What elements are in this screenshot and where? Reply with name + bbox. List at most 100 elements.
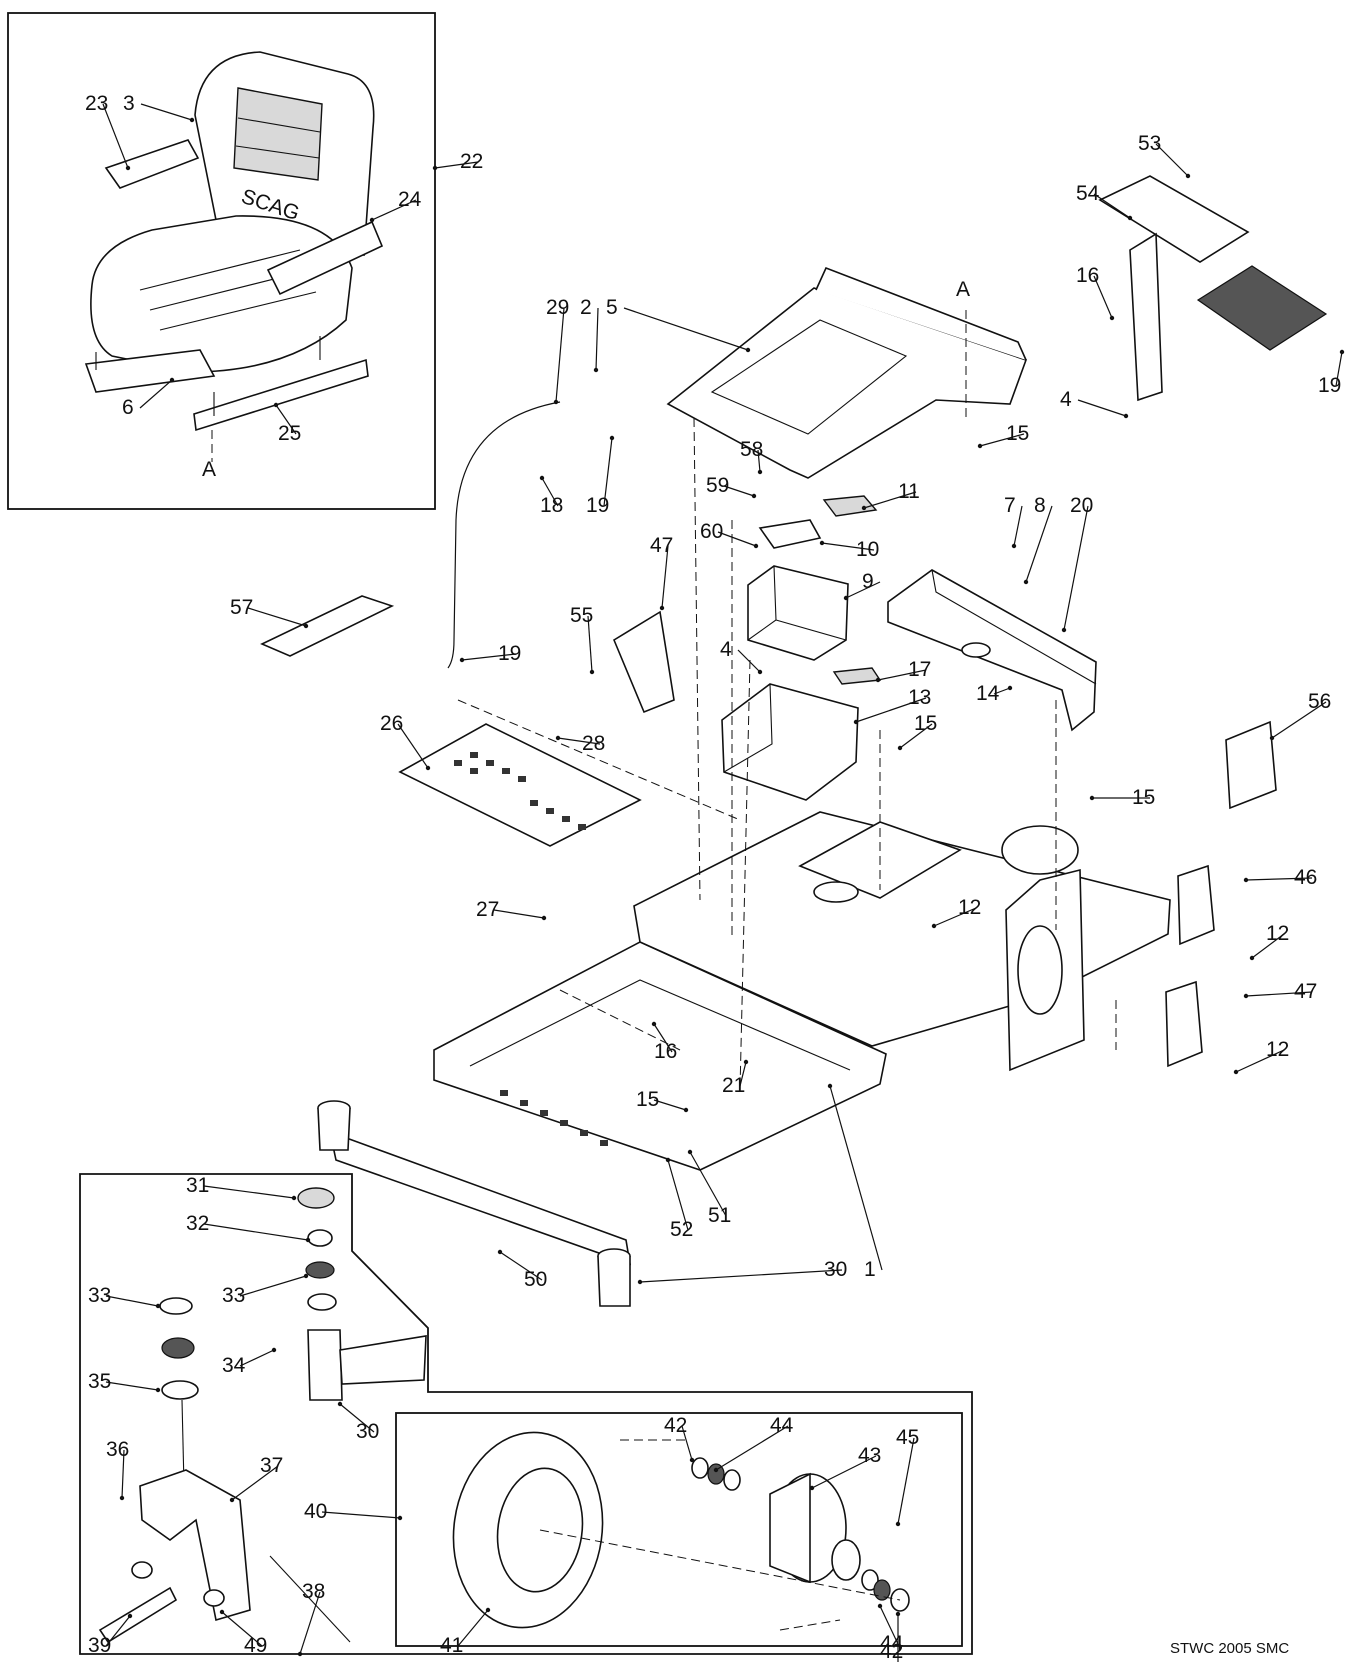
callout-label: 38 xyxy=(302,1580,325,1603)
callout-leader-42 xyxy=(681,1425,693,1461)
callout-arrowhead xyxy=(609,435,615,441)
callout-label: 51 xyxy=(708,1204,731,1227)
callout-label: 4 xyxy=(720,638,732,661)
callout-leader-24 xyxy=(371,199,417,221)
battery-and-tray xyxy=(721,495,882,801)
callout-arrowhead xyxy=(541,915,547,921)
callout-arrowhead xyxy=(713,1467,719,1473)
callout-leader-52 xyxy=(667,1159,689,1231)
callout-arrowhead xyxy=(297,1651,303,1657)
drawing-code-caption: STWC 2005 SMC xyxy=(1170,1640,1289,1657)
callout-arrowhead xyxy=(895,1611,901,1617)
callout-label: 41 xyxy=(440,1634,463,1657)
callout-leader-31 xyxy=(203,1185,295,1199)
callout-arrowhead xyxy=(189,117,195,123)
callout-label: 19 xyxy=(586,494,609,517)
callout-label: 8 xyxy=(1034,494,1046,517)
callout-leader-50 xyxy=(499,1251,543,1281)
callout-label: 56 xyxy=(1308,690,1331,713)
callout-label: 24 xyxy=(398,188,422,211)
callout-label: 7 xyxy=(1004,494,1016,517)
callout-leader-44 xyxy=(715,1425,789,1471)
callout-leader-16 xyxy=(653,1023,673,1053)
callout-leader-35 xyxy=(105,1381,159,1391)
callout-label: 5 xyxy=(606,296,618,319)
callout-arrowhead xyxy=(485,1607,491,1613)
callout-label: 15 xyxy=(636,1088,659,1111)
alignment-lines xyxy=(457,417,1117,1091)
callout-arrowhead xyxy=(273,402,279,408)
callout-label: 17 xyxy=(908,658,931,681)
callout-label: 57 xyxy=(230,596,253,619)
callout-leader-3 xyxy=(140,103,193,121)
callout-arrowhead xyxy=(119,1495,125,1501)
callout-leader-11 xyxy=(863,491,917,509)
callout-arrowhead xyxy=(689,1457,695,1463)
callout-label: A xyxy=(202,458,216,481)
callout-arrowhead xyxy=(665,1157,671,1163)
callout-arrowhead xyxy=(843,595,849,601)
callout-arrowhead xyxy=(303,1273,309,1279)
callout-label: 26 xyxy=(380,712,403,735)
callout-label: 30 xyxy=(356,1420,379,1443)
callout-arrowhead xyxy=(539,475,545,481)
callout-label: 60 xyxy=(700,520,723,543)
callout-arrowhead xyxy=(1011,543,1017,549)
callout-arrowhead xyxy=(169,377,175,383)
callout-arrowhead xyxy=(219,1609,225,1615)
callout-arrowhead xyxy=(757,669,763,675)
callout-label: 16 xyxy=(1076,264,1099,287)
loose-brackets xyxy=(260,175,1328,1068)
callout-label: 15 xyxy=(1132,786,1155,809)
caster-fork-assembly xyxy=(98,1187,427,1644)
callout-arrowhead xyxy=(303,623,309,629)
callout-leader-12 xyxy=(933,907,977,927)
callout-arrowhead xyxy=(1233,1069,1239,1075)
seat-inset-frame xyxy=(7,12,436,510)
callout-leader-53 xyxy=(1155,143,1189,177)
callout-leader-16 xyxy=(1093,275,1113,319)
callout-label: 23 xyxy=(85,92,108,115)
callout-label: 54 xyxy=(1076,182,1100,205)
callout-label: 4 xyxy=(1060,388,1072,411)
callout-leader-57 xyxy=(247,607,307,627)
callout-arrowhead xyxy=(743,1059,749,1065)
callout-leader-19 xyxy=(603,437,613,507)
callout-leader-60 xyxy=(717,531,757,547)
callout-label: 59 xyxy=(706,474,729,497)
callout-arrowhead xyxy=(1109,315,1115,321)
wheel-assembly xyxy=(452,1431,910,1631)
callout-leader-22 xyxy=(434,161,479,169)
callout-label: 33 xyxy=(222,1284,245,1307)
callout-label: 30 xyxy=(824,1258,847,1281)
seat-mount-plate xyxy=(666,266,1028,479)
callout-label: 9 xyxy=(862,570,874,593)
callout-arrowhead xyxy=(127,1613,133,1619)
callout-leader-37 xyxy=(231,1465,279,1501)
callout-arrowhead xyxy=(337,1401,343,1407)
callout-leader-40 xyxy=(321,1511,401,1519)
callout-arrowhead xyxy=(751,493,757,499)
callout-label: 2 xyxy=(580,296,592,319)
callout-arrowhead xyxy=(687,1149,693,1155)
callout-leader-2 xyxy=(595,307,599,371)
callout-leader-33 xyxy=(105,1295,159,1307)
callout-label: 37 xyxy=(260,1454,283,1477)
callout-label: A xyxy=(956,278,970,301)
callout-leader-19 xyxy=(1335,351,1343,387)
callout-leader-7 xyxy=(1013,505,1023,547)
callout-leader-46 xyxy=(1245,877,1313,881)
callout-label: 39 xyxy=(88,1634,111,1657)
callout-arrowhead xyxy=(229,1497,235,1503)
callout-label: 11 xyxy=(898,480,920,503)
callout-arrowhead xyxy=(1123,413,1129,419)
callout-arrowhead xyxy=(1269,735,1275,741)
callout-leader-43 xyxy=(811,1455,877,1489)
callout-label: 10 xyxy=(856,538,879,561)
callout-leader-10 xyxy=(821,542,875,551)
callout-leader-4 xyxy=(1077,399,1127,417)
callout-leader-9 xyxy=(845,581,881,599)
callout-label: 49 xyxy=(244,1634,267,1657)
callout-arrowhead xyxy=(397,1515,403,1521)
callout-label: 46 xyxy=(1294,866,1317,889)
